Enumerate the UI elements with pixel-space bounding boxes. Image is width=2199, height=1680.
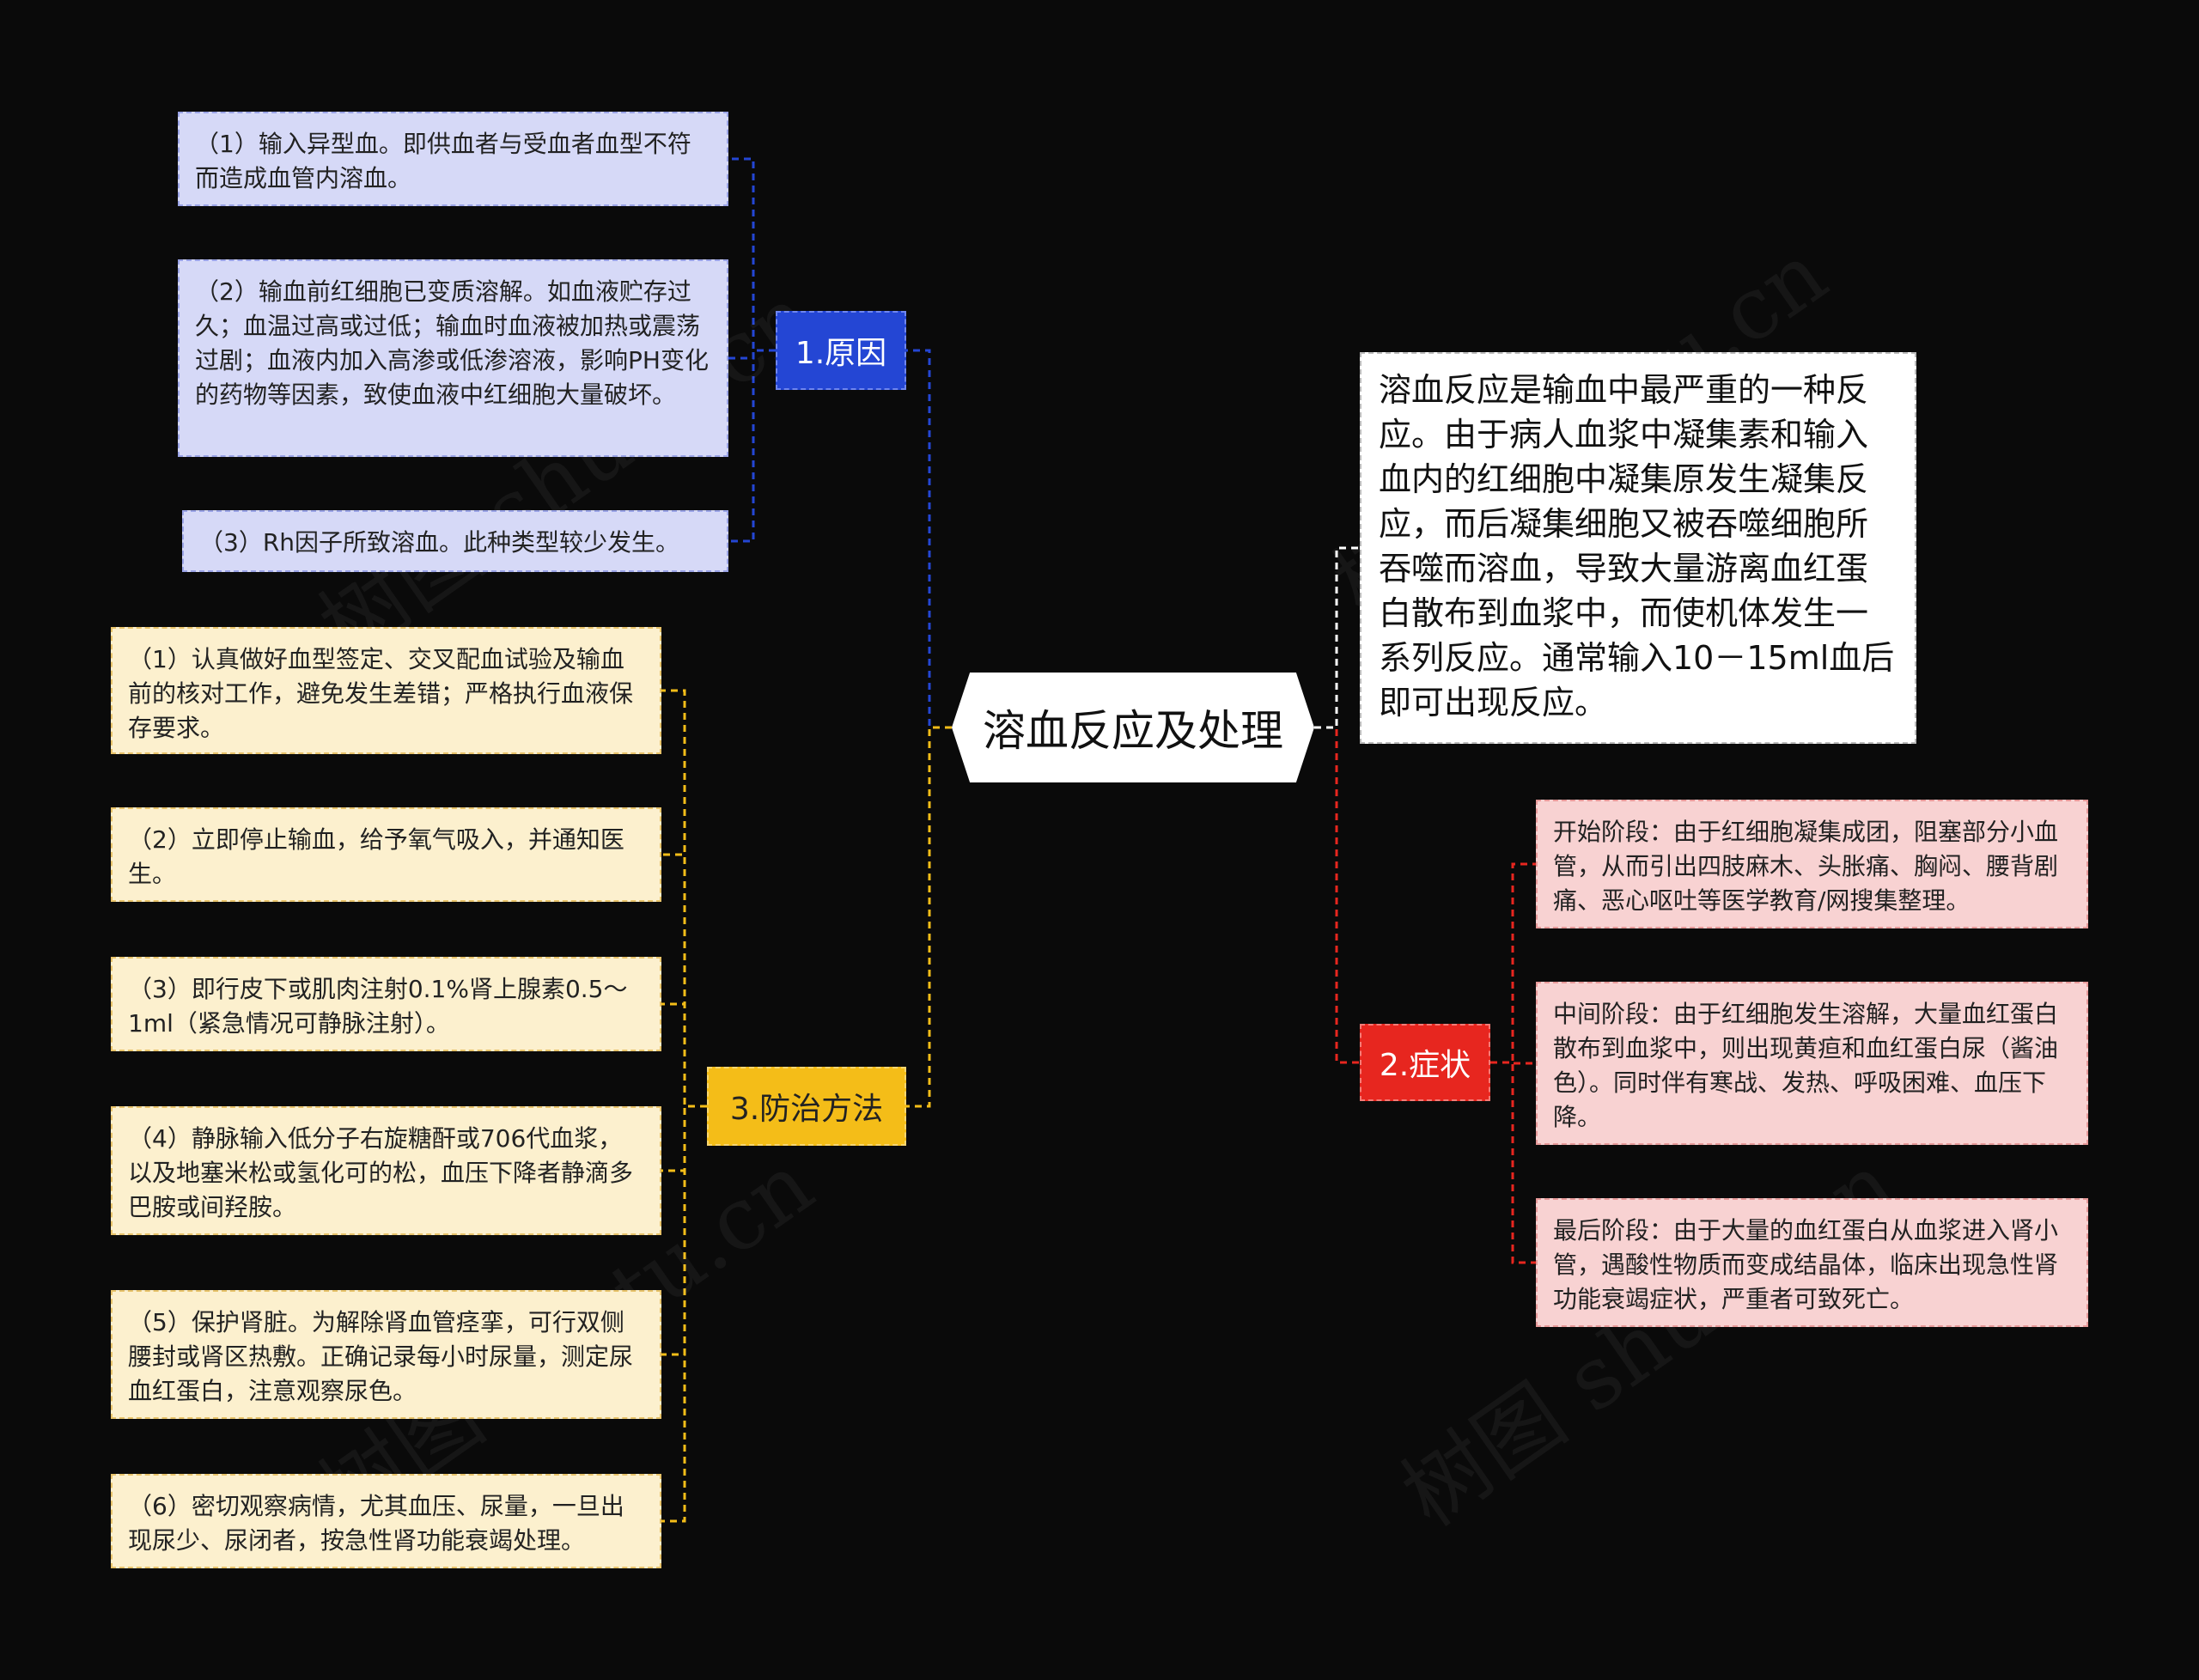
branch-prevent-connector [906, 726, 952, 1108]
summary-node[interactable]: 溶血反应是输血中最严重的一种反应。由于病人血浆中凝集素和输入血内的红细胞中凝集原… [1360, 352, 1916, 744]
cause-item-3-connector [728, 349, 776, 543]
symptom-item-2[interactable]: 中间阶段：由于红细胞发生溶解，大量血红蛋白散布到血浆中，则出现黄疸和血红蛋白尿（… [1536, 982, 2088, 1145]
prevent-item-3-connector [661, 1002, 707, 1108]
cause-item-2[interactable]: （2）输血前红细胞已变质溶解。如血液贮存过久；血温过高或过低；输血时血液被加热或… [178, 259, 728, 457]
prevent-item-5-connector [661, 1105, 707, 1356]
prevent-item-6[interactable]: （6）密切观察病情，尤其血压、尿量，一旦出现尿少、尿闭者，按急性肾功能衰竭处理。 [111, 1474, 661, 1568]
summary-connector [1314, 546, 1360, 729]
prevent-item-1[interactable]: （1）认真做好血型签定、交叉配血试验及输血前的核对工作，避免发生差错；严格执行血… [111, 627, 661, 754]
cause-item-2-connector [728, 349, 776, 360]
branch-prevent[interactable]: 3.防治方法 [707, 1067, 906, 1146]
prevent-item-1-connector [661, 689, 707, 1108]
symptom-item-1-connector [1490, 862, 1536, 1064]
prevent-item-4[interactable]: （4）静脉输入低分子右旋糖酐或706代血浆，以及地塞米松或氢化可的松，血压下降者… [111, 1106, 661, 1235]
symptom-item-1[interactable]: 开始阶段：由于红细胞凝集成团，阻塞部分小血管，从而引出四肢麻木、头胀痛、胸闷、腰… [1536, 800, 2088, 928]
symptom-item-3-connector [1490, 1061, 1536, 1264]
branch-symptom-connector [1314, 726, 1360, 1064]
cause-item-3[interactable]: （3）Rh因子所致溶血。此种类型较少发生。 [182, 510, 728, 572]
prevent-item-2-connector [661, 853, 707, 1108]
symptom-item-2-connector [1490, 1061, 1536, 1065]
prevent-item-5[interactable]: （5）保护肾脏。为解除肾血管痉挛，可行双侧腰封或肾区热敷。正确记录每小时尿量，测… [111, 1290, 661, 1419]
symptom-item-3[interactable]: 最后阶段：由于大量的血红蛋白从血浆进入肾小管，遇酸性物质而变成结晶体，临床出现急… [1536, 1198, 2088, 1327]
cause-item-1-connector [728, 157, 776, 352]
cause-item-1[interactable]: （1）输入异型血。即供血者与受血者血型不符而造成血管内溶血。 [178, 112, 728, 206]
prevent-item-4-connector [661, 1105, 707, 1172]
watermark: 树图 shutu.cn [1385, 1134, 1913, 1546]
prevent-item-6-connector [661, 1105, 707, 1523]
branch-cause[interactable]: 1.原因 [776, 311, 906, 390]
central-topic[interactable]: 溶血反应及处理 [952, 673, 1314, 782]
prevent-item-2[interactable]: （2）立即停止输血，给予氧气吸入，并通知医生。 [111, 807, 661, 902]
branch-symptom[interactable]: 2.症状 [1360, 1024, 1490, 1101]
prevent-item-3[interactable]: （3）即行皮下或肌肉注射0.1%肾上腺素0.5～1ml（紧急情况可静脉注射）。 [111, 957, 661, 1051]
branch-cause-connector [906, 349, 952, 729]
